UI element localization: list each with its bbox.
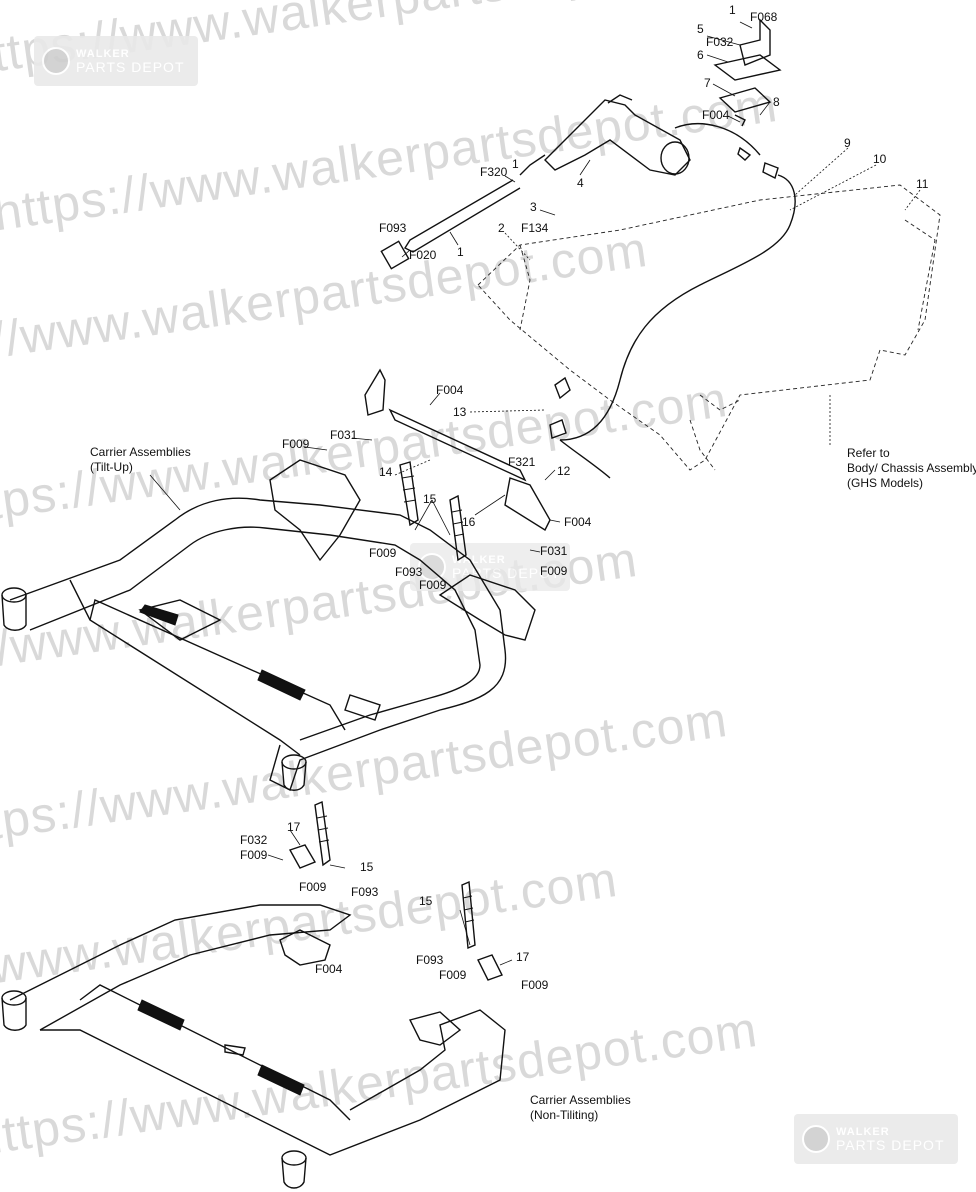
callout-F321: F321 [508, 455, 536, 469]
logo-line2: PARTS DEPOT [452, 565, 561, 581]
caption-non-tilting: Carrier Assemblies (Non-Tiliting) [530, 1093, 631, 1123]
non-tilting-carrier-frame [1, 800, 506, 1189]
callout-1: 1 [729, 3, 736, 17]
logo-line2: PARTS DEPOT [836, 1137, 945, 1153]
callout-F004-right: F004 [564, 515, 592, 529]
callout-10: 10 [873, 152, 887, 166]
callout-F009-f: F009 [439, 968, 467, 982]
caption-tilt-up: Carrier Assemblies (Tilt-Up) [90, 445, 191, 475]
tilt-up-carrier-frame [1, 459, 536, 791]
walker-parts-depot-logo: WALKER PARTS DEPOT [410, 543, 570, 591]
caption-non-tilting-line2: (Non-Tiliting) [530, 1108, 599, 1122]
body-chassis-outline [477, 184, 941, 471]
caption-body-ref-line2: Body/ Chassis Assembly [847, 461, 976, 475]
callout-F009-b: F009 [540, 564, 568, 578]
walker-logo-icon [418, 553, 446, 581]
callout-F134: F134 [521, 221, 549, 235]
callout-7: 7 [704, 76, 711, 90]
callout-15-top: 15 [423, 492, 437, 506]
callout-F093-top: F093 [379, 221, 407, 235]
logo-line1: WALKER [836, 1126, 890, 1138]
walker-logo-icon [42, 47, 70, 75]
callout-F009-g: F009 [521, 978, 549, 992]
callout-F009-d: F009 [240, 848, 268, 862]
callout-4: 4 [577, 176, 584, 190]
walker-parts-depot-logo: WALKER PARTS DEPOT [794, 1114, 958, 1164]
callout-6: 6 [697, 48, 704, 62]
callout-13: 13 [453, 405, 467, 419]
callout-F009-c: F009 [419, 578, 447, 592]
callout-F032: F032 [706, 35, 734, 49]
logo-line2: PARTS DEPOT [76, 59, 185, 75]
linear-actuator [380, 94, 691, 270]
callout-3: 3 [530, 200, 537, 214]
callout-F320: F320 [480, 165, 508, 179]
callout-1b: 1 [512, 157, 519, 171]
lift-lever [364, 368, 551, 562]
callout-F032-bottom: F032 [240, 833, 268, 847]
callout-1c: 1 [457, 245, 464, 259]
callout-8: 8 [773, 95, 780, 109]
callout-9: 9 [844, 136, 851, 150]
callout-17-left: 17 [287, 820, 301, 834]
caption-body-ref: Refer to Body/ Chassis Assembly (GHS Mod… [847, 446, 976, 491]
callout-F068: F068 [750, 10, 778, 24]
caption-tilt-up-line1: Carrier Assemblies [90, 445, 191, 459]
caption-body-ref-line3: (GHS Models) [847, 476, 924, 490]
callout-11: 11 [916, 177, 929, 191]
leader-lines [149, 21, 921, 966]
caption-tilt-up-line2: (Tilt-Up) [90, 460, 133, 474]
callout-F004-bottom: F004 [315, 962, 343, 976]
callout-16: 16 [462, 515, 476, 529]
callout-F093-bottom-b: F093 [416, 953, 444, 967]
callout-F093-bottom-a: F093 [351, 885, 379, 899]
switch-bracket [674, 18, 782, 179]
callout-F009-a: F009 [369, 546, 397, 560]
callout-14: 14 [379, 465, 393, 479]
callout-F093-mid: F093 [395, 565, 423, 579]
callout-5: 5 [697, 22, 704, 36]
control-cable [549, 174, 796, 479]
callout-12: 12 [557, 464, 571, 478]
walker-parts-depot-logo: WALKER PARTS DEPOT [34, 36, 198, 86]
callout-17-right: 17 [516, 950, 530, 964]
callout-2: 2 [498, 221, 505, 235]
logo-line1: WALKER [76, 48, 130, 60]
callout-15-mid: 15 [360, 860, 374, 874]
callout-F004-top: F004 [702, 108, 730, 122]
callout-F031-left: F031 [330, 428, 358, 442]
callout-F009-e: F009 [299, 880, 327, 894]
callout-F004-lever: F004 [436, 383, 464, 397]
caption-non-tilting-line1: Carrier Assemblies [530, 1093, 631, 1107]
callout-F020: F020 [409, 248, 437, 262]
callout-F009-left: F009 [282, 437, 310, 451]
caption-body-ref-line1: Refer to [847, 446, 890, 460]
callout-15-low: 15 [419, 894, 433, 908]
callout-F031-right: F031 [540, 544, 568, 558]
walker-logo-icon [802, 1125, 830, 1153]
